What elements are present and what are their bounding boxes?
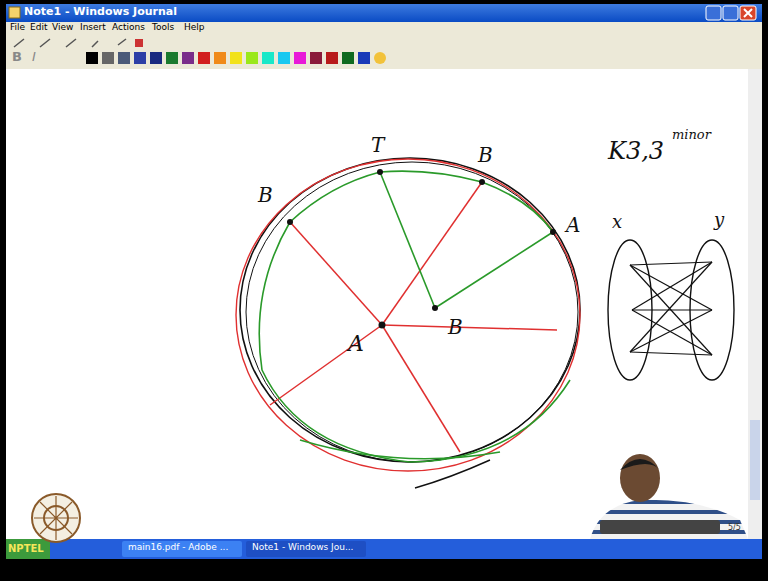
graph-name: K3,3: [608, 138, 664, 164]
part-label: x: [612, 212, 622, 232]
window-title: Note1 - Windows Journal: [24, 6, 177, 18]
menu-item: Edit: [30, 23, 47, 33]
vertex-label: A: [348, 332, 364, 356]
menu-item: File: [10, 23, 25, 33]
menu-item: Tools: [152, 23, 174, 33]
menu-item: Insert: [80, 23, 106, 33]
menu-item: Actions: [112, 23, 145, 33]
page-number: 5/5: [728, 524, 741, 533]
taskbar-item: main16.pdf - Adobe ...: [128, 543, 228, 553]
menu-item: Help: [184, 23, 205, 33]
italic-button: I: [32, 50, 36, 64]
taskbar-item: Note1 - Windows Jou...: [252, 543, 353, 553]
part-label: y: [714, 210, 724, 230]
vertex-label: B: [448, 316, 463, 338]
menu-item: View: [52, 23, 73, 33]
vertex-label: A: [566, 214, 580, 236]
taskbar-logo: NPTEL: [8, 543, 44, 554]
vertex-label: B: [478, 144, 493, 166]
graph-note: minor: [672, 128, 711, 142]
bold-button: B: [12, 50, 22, 64]
vertex-label: B: [258, 184, 273, 206]
vertex-label: T: [371, 134, 384, 156]
